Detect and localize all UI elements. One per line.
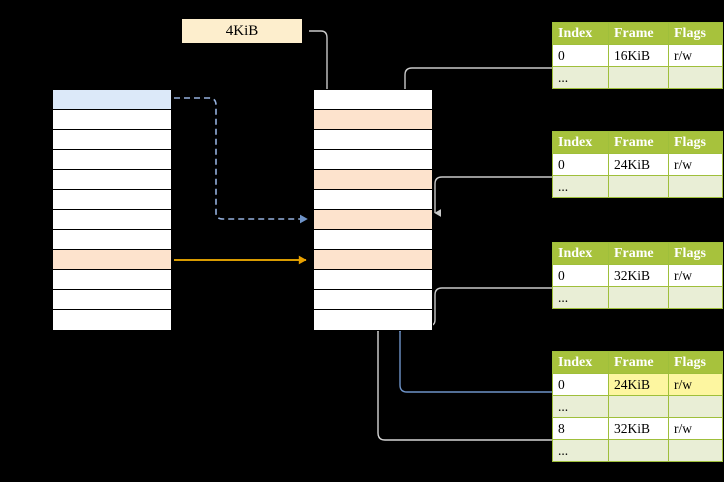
wire-ft4-row8-to-middle — [377, 330, 552, 441]
column-header-frame: Frame — [608, 242, 669, 265]
page-table-row[interactable] — [53, 190, 171, 210]
table-cell — [668, 286, 723, 309]
page-table-row[interactable] — [314, 310, 432, 330]
column-header-index: Index — [552, 22, 609, 45]
table-row[interactable]: ... — [552, 395, 723, 418]
page-table-row[interactable] — [314, 110, 432, 130]
page-table-row[interactable] — [53, 250, 171, 270]
target-page-table[interactable] — [313, 89, 433, 331]
page-table-row[interactable] — [314, 130, 432, 150]
table-cell — [608, 439, 669, 462]
table-cell: ... — [552, 66, 609, 89]
table-cell — [608, 395, 669, 418]
table-row[interactable]: ... — [552, 439, 723, 462]
column-header-index: Index — [552, 351, 609, 374]
table-cell: ... — [552, 286, 609, 309]
table-cell: r/w — [668, 264, 723, 287]
wire-ft2-to-middle — [434, 176, 552, 217]
column-header-frame: Frame — [608, 351, 669, 374]
page-table-row[interactable] — [53, 90, 171, 110]
table-cell: 32KiB — [608, 264, 669, 287]
page-table-row[interactable] — [314, 190, 432, 210]
table-cell: 16KiB — [608, 44, 669, 67]
table-cell: ... — [552, 175, 609, 198]
column-header-frame: Frame — [608, 22, 669, 45]
page-table-row[interactable] — [53, 110, 171, 130]
column-header-frame: Frame — [608, 131, 669, 154]
table-row[interactable]: ... — [552, 175, 723, 198]
column-header-index: Index — [552, 131, 609, 154]
page-table-row[interactable] — [53, 270, 171, 290]
table-cell: r/w — [668, 153, 723, 176]
page-table-row[interactable] — [314, 270, 432, 290]
table-cell: 24KiB — [608, 373, 669, 396]
table-cell — [668, 66, 723, 89]
page-table-row[interactable] — [314, 250, 432, 270]
size-label-text: 4KiB — [225, 22, 259, 39]
table-cell: 32KiB — [608, 417, 669, 440]
table-cell: 0 — [552, 44, 609, 67]
page-table-row[interactable] — [53, 290, 171, 310]
table-cell: 8 — [552, 417, 609, 440]
column-header-flags: Flags — [668, 351, 723, 374]
table-cell — [668, 175, 723, 198]
table-cell: 24KiB — [608, 153, 669, 176]
table-cell: r/w — [668, 417, 723, 440]
wire-blue-dashed — [174, 97, 308, 224]
page-table-row[interactable] — [53, 170, 171, 190]
column-header-flags: Flags — [668, 131, 723, 154]
table-cell: r/w — [668, 373, 723, 396]
table-cell: r/w — [668, 44, 723, 67]
column-header-flags: Flags — [668, 22, 723, 45]
page-table-row[interactable] — [53, 210, 171, 230]
source-page-table[interactable] — [52, 89, 172, 331]
table-cell — [608, 286, 669, 309]
page-table-row[interactable] — [314, 290, 432, 310]
wire-ft4-row0-to-middle — [399, 330, 552, 393]
table-cell — [668, 439, 723, 462]
table-cell — [608, 175, 669, 198]
column-header-flags: Flags — [668, 242, 723, 265]
page-table-row[interactable] — [53, 230, 171, 250]
page-table-row[interactable] — [314, 210, 432, 230]
page-table-row[interactable] — [314, 230, 432, 250]
table-cell: ... — [552, 395, 609, 418]
page-table-row[interactable] — [53, 130, 171, 150]
wire-ft3-to-middle — [427, 287, 552, 327]
table-row[interactable]: ... — [552, 286, 723, 309]
table-cell: 0 — [552, 153, 609, 176]
table-cell — [668, 395, 723, 418]
page-table-row[interactable] — [314, 150, 432, 170]
page-table-row[interactable] — [53, 150, 171, 170]
column-header-index: Index — [552, 242, 609, 265]
table-row[interactable]: ... — [552, 66, 723, 89]
page-table-row[interactable] — [314, 90, 432, 110]
page-table-row[interactable] — [53, 310, 171, 330]
table-cell: 0 — [552, 373, 609, 396]
table-cell: 0 — [552, 264, 609, 287]
table-cell — [608, 66, 669, 89]
page-table-row[interactable] — [314, 170, 432, 190]
size-label-4kib: 4KiB — [182, 19, 302, 43]
table-cell: ... — [552, 439, 609, 462]
